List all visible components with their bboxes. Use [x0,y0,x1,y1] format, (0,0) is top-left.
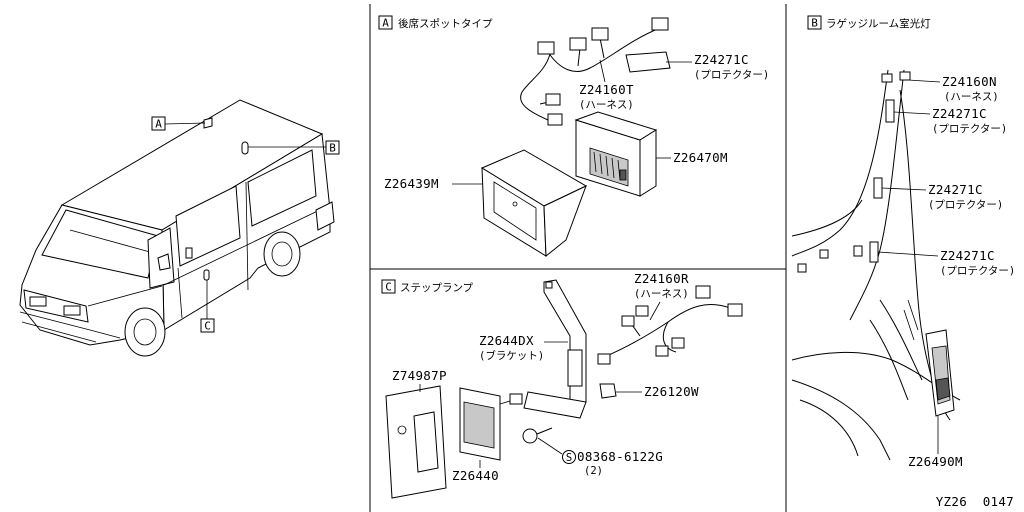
spot-lamp-marker [203,117,213,129]
luggage-lamp-marker [241,141,249,155]
part-number-z74987p: Z74987P [392,368,447,383]
harness-c-drawing [597,285,743,365]
section-a-letter: A [382,17,389,30]
step-lamp-drawing [459,387,523,461]
bracket-drawing [523,279,587,419]
part-number-z24160r: Z24160R [634,271,689,286]
part-number-z26440: Z26440 [452,468,499,483]
part-desc-protector-b3: (プロテクター) [940,265,1015,277]
section-c-letter: C [385,281,392,294]
part-number-z24160n: Z24160N [942,74,997,89]
section-c: C ステップランプ [381,271,743,499]
part-number-z24160t: Z24160T [579,82,634,97]
callout-a-label: A [155,118,162,131]
part-desc-harness-a: (ハーネス) [579,99,634,111]
section-a-title: 後席スポットタイプ [398,17,493,30]
callout-c-label: C [204,320,211,333]
callout-a-box [151,116,166,131]
clip-drawing [599,383,617,399]
part-desc-harness-c: (ハーネス) [634,288,689,300]
part-number-z26120w: Z26120W [644,384,699,399]
standard-part-symbol [562,450,576,464]
part-number-z26439m: Z26439M [384,176,439,191]
lamp-cover-drawing [480,149,588,258]
luggage-lamp-drawing [925,329,955,417]
section-b: B ラゲッジルーム室光灯 [791,15,1015,469]
section-a: A 後席スポットタイプ [378,15,769,258]
step-lamp-marker [203,269,210,281]
section-b-letter-box [807,15,822,30]
section-a-letter-box [378,15,393,30]
lamp-bezel-drawing [385,385,447,499]
protector-a-drawing [625,51,671,73]
spot-lamp-drawing [574,111,658,197]
screw-drawing [522,427,553,444]
part-number-08368-6122g: 08368-6122G [577,449,663,464]
section-b-letter: B [811,17,818,30]
standard-part-symbol-letter: S [566,452,572,464]
part-desc-protector-b2: (プロテクター) [928,199,1003,211]
part-desc-bracket: (ブラケット) [479,349,544,362]
part-number-z24271c-b2: Z24271C [928,182,983,197]
part-number-z26490m: Z26490M [908,454,963,469]
part-number-z24271c-b1: Z24271C [932,106,987,121]
section-b-title: ラゲッジルーム室光灯 [826,17,931,30]
callout-b-box [325,140,340,155]
part-desc-protector-b1: (プロテクター) [932,123,1007,135]
section-c-title: ステップランプ [400,282,474,294]
callout-c-box [200,318,215,333]
van-illustration: A B C [19,99,340,357]
part-desc-protector-a: (プロテクター) [694,69,769,81]
diagram-code: YZ26 0147 [936,494,1014,509]
part-desc-harness-b: (ハーネス) [944,91,999,103]
callout-b-label: B [329,142,336,155]
part-qty-08368-6122g: (2) [584,465,603,477]
section-c-letter-box [381,279,396,294]
harness-a-drawing [520,17,669,126]
part-number-z24271c-b3: Z24271C [940,248,995,263]
part-number-z2644dx: Z2644DX [479,333,534,348]
part-number-z26470m: Z26470M [673,150,728,165]
section-dividers [369,4,787,512]
part-number-z24271c-a: Z24271C [694,52,749,67]
